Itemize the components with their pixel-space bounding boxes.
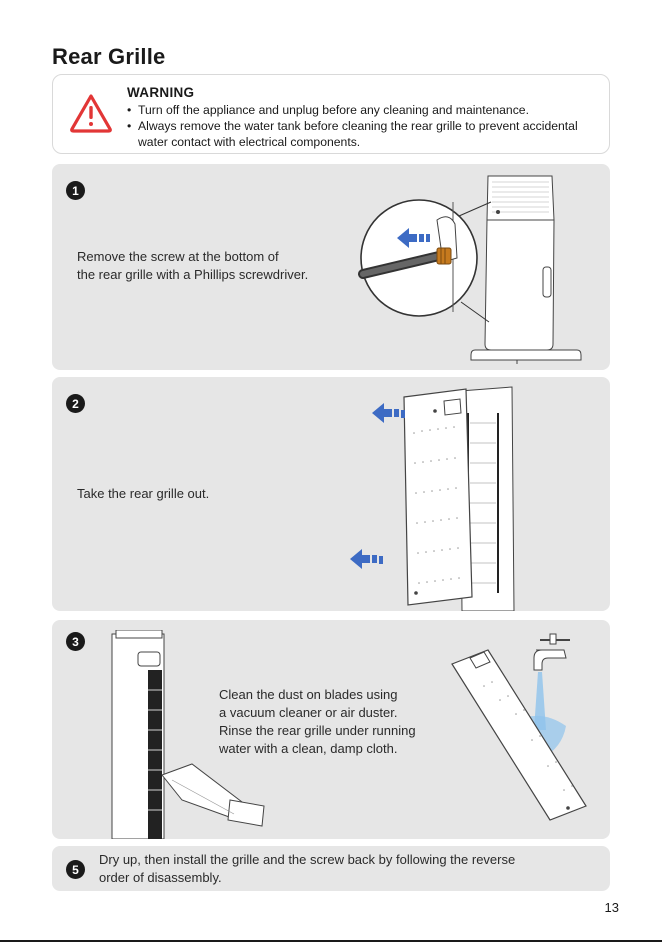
step-5-text: Dry up, then install the grille and the … <box>99 851 515 887</box>
step-text-line: Take the rear grille out. <box>77 486 210 501</box>
step-2-panel: 2 Take the rear grille out. <box>52 377 610 611</box>
step-text-line: a vacuum cleaner or air duster. <box>219 705 398 720</box>
step-number-badge: 5 <box>66 860 85 879</box>
step-number-badge: 1 <box>66 181 85 200</box>
vacuum-cleaning-illustration <box>111 630 265 839</box>
page-title: Rear Grille <box>52 44 166 69</box>
warning-triangle-icon <box>70 94 112 133</box>
step-3-panel: 3 Clean the dust on blades using a vacuu… <box>52 620 610 839</box>
step-text-line: the rear grille with a Phillips screwdri… <box>77 267 309 282</box>
warning-box: WARNING Turn off the appliance and unplu… <box>52 74 610 154</box>
step-1-panel: 1 Remove the screw at the bottom of the … <box>52 164 610 370</box>
step-text-line: Dry up, then install the grille and the … <box>99 852 516 867</box>
bottom-rule <box>0 940 662 942</box>
warning-item: Turn off the appliance and unplug before… <box>127 102 597 118</box>
step-text-line: Clean the dust on blades using <box>219 687 398 702</box>
warning-item: Always remove the water tank before clea… <box>127 118 597 150</box>
page-number: 13 <box>604 900 619 915</box>
step-text-line: Remove the screw at the bottom of <box>77 249 279 264</box>
step-2-text: Take the rear grille out. <box>77 485 209 503</box>
rinsing-illustration <box>451 633 587 821</box>
step-3-text: Clean the dust on blades using a vacuum … <box>219 686 416 758</box>
warning-heading: WARNING <box>127 85 195 100</box>
step-text-line: order of disassembly. <box>99 870 222 885</box>
step-1-text: Remove the screw at the bottom of the re… <box>77 248 308 284</box>
step-number-badge: 2 <box>66 394 85 413</box>
step-text-line: Rinse the rear grille under running <box>219 723 416 738</box>
step-5-panel: 5 Dry up, then install the grille and th… <box>52 846 610 891</box>
step-number-badge: 3 <box>66 632 85 651</box>
screw-removal-illustration <box>358 175 582 364</box>
warning-list: Turn off the appliance and unplug before… <box>127 102 597 150</box>
step-text-line: water with a clean, damp cloth. <box>219 741 398 756</box>
grille-removal-illustration <box>350 386 515 611</box>
